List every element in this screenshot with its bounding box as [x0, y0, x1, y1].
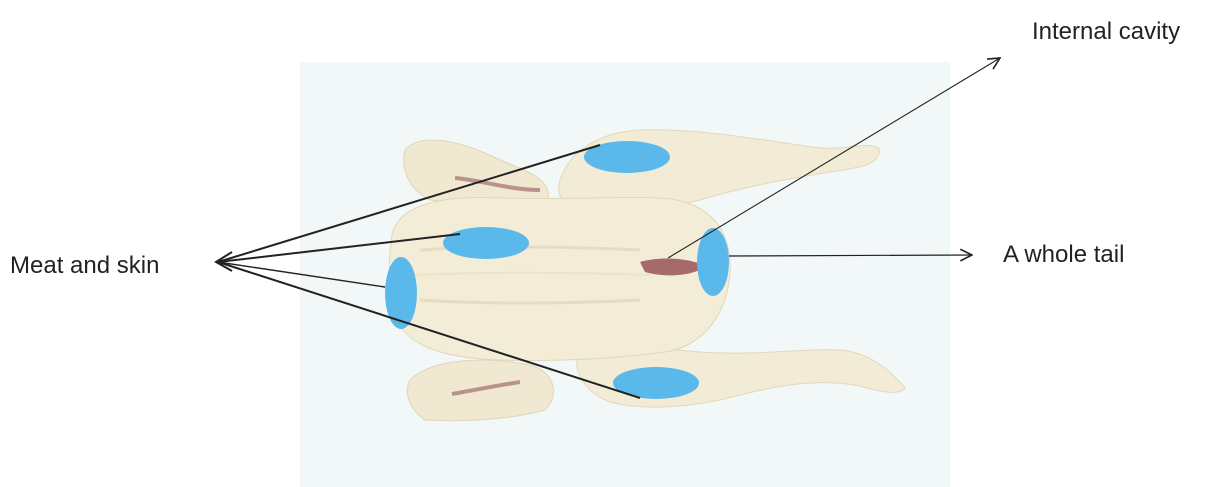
sample-spot-breast — [443, 227, 529, 259]
label-internal-cavity: Internal cavity — [1032, 20, 1180, 44]
label-whole-tail: A whole tail — [1003, 243, 1124, 267]
label-meat-and-skin: Meat and skin — [10, 254, 159, 278]
